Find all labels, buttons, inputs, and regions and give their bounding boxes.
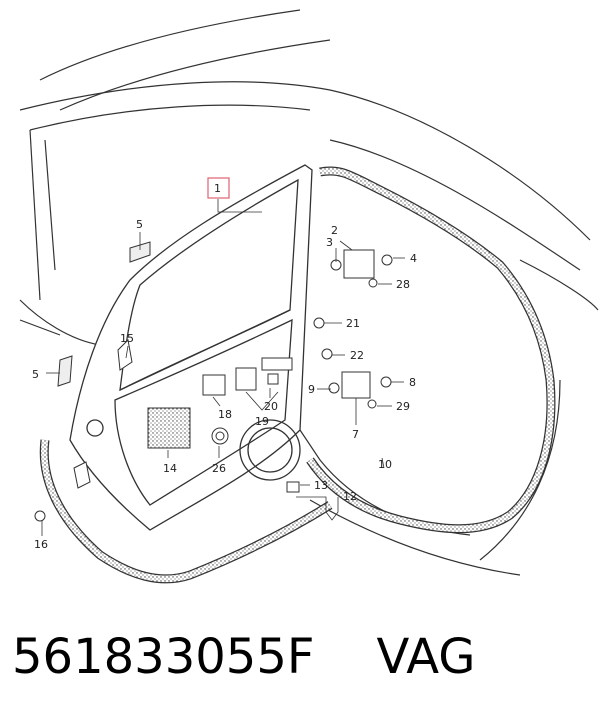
door-shell (69, 164, 313, 531)
callout-2: 2 (331, 224, 338, 237)
callout-12: 12 (343, 490, 357, 503)
callout-1-highlight (207, 177, 230, 199)
callout-29: 29 (396, 400, 410, 413)
callout-28: 28 (396, 278, 410, 291)
callout-15: 15 (120, 332, 134, 345)
callout-20: 20 (264, 400, 278, 413)
callout-13: 13 (314, 479, 328, 492)
callout-9: 9 (308, 383, 315, 396)
door-seal-10 (306, 166, 556, 534)
callout-14: 14 (163, 462, 177, 475)
car-body-outline (19, 9, 599, 576)
callout-19: 19 (255, 415, 269, 428)
callout-26: 26 (212, 462, 226, 475)
part-caption: 561833055F VAG (12, 612, 475, 702)
callout-16: 16 (34, 538, 48, 551)
exploded-parts-diagram: 1 2 3 4 5 5 7 8 9 10 12 13 14 15 16 18 1… (19, 9, 599, 584)
callout-8: 8 (409, 376, 416, 389)
callout-5-left: 5 (32, 368, 39, 381)
brand-name: VAG (376, 629, 476, 685)
callout-7: 7 (352, 428, 359, 441)
small-parts (34, 241, 393, 522)
lower-seal-strip (41, 439, 332, 583)
callout-10: 10 (378, 458, 392, 471)
callout-1: 1 (214, 182, 221, 195)
leader-lines (41, 199, 405, 536)
callout-22: 22 (350, 349, 364, 362)
callout-4: 4 (410, 252, 417, 265)
callout-18: 18 (218, 408, 232, 421)
part-number: 561833055F (12, 629, 315, 685)
callout-3: 3 (326, 236, 333, 249)
callout-5-top: 5 (136, 218, 143, 231)
callout-21: 21 (346, 317, 360, 330)
